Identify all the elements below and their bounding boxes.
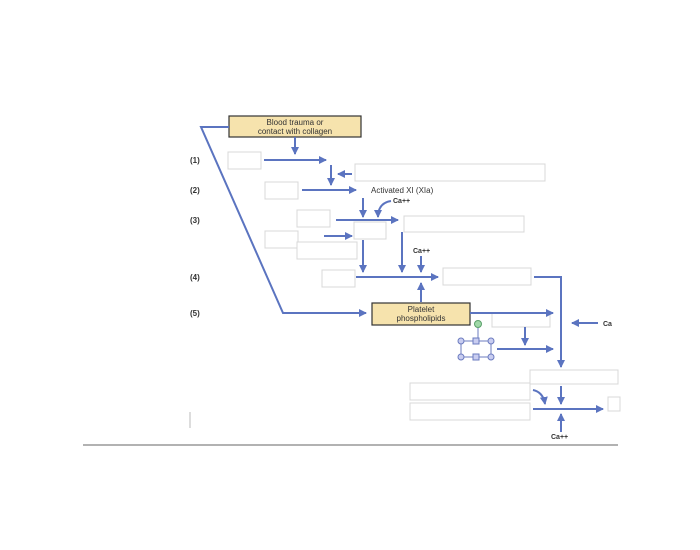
arrow bbox=[534, 276, 565, 368]
answer-blanks bbox=[189, 151, 621, 428]
step-label-2: (2) bbox=[190, 186, 200, 195]
blank-box bbox=[607, 396, 621, 412]
arrow bbox=[532, 389, 548, 405]
blank-box bbox=[296, 209, 331, 228]
blank-box bbox=[529, 369, 619, 385]
blank-box bbox=[409, 382, 531, 401]
step-label-5: (5) bbox=[190, 309, 200, 318]
svg-text:contact with collagen: contact with collagen bbox=[258, 127, 332, 136]
arrow bbox=[374, 200, 392, 218]
blank-box bbox=[491, 312, 551, 328]
activated-xi-label: Activated XI (XIa) bbox=[371, 186, 434, 195]
step-label-3: (3) bbox=[190, 216, 200, 225]
blank-box bbox=[264, 230, 299, 249]
calcium-label: Ca++ bbox=[413, 248, 430, 255]
svg-text:phospholipids: phospholipids bbox=[397, 314, 446, 323]
blank-box bbox=[264, 181, 299, 200]
svg-text:Platelet: Platelet bbox=[408, 305, 435, 314]
blank-box bbox=[321, 269, 356, 288]
svg-text:Blood trauma or: Blood trauma or bbox=[267, 118, 324, 127]
blood-trauma-box: Blood trauma or contact with collagen bbox=[228, 115, 362, 138]
blank-box bbox=[353, 221, 387, 240]
blank-box bbox=[409, 402, 531, 421]
diagonal-pathway-arrow bbox=[199, 126, 367, 317]
blank-box bbox=[227, 151, 262, 170]
molecule-icon bbox=[457, 320, 495, 361]
calcium-label: Ca bbox=[603, 321, 612, 328]
blank-box bbox=[354, 163, 546, 182]
calcium-label: Ca++ bbox=[393, 198, 410, 205]
blank-box bbox=[403, 215, 525, 233]
blank-box bbox=[296, 241, 358, 260]
calcium-label: Ca++ bbox=[551, 434, 568, 441]
blank-box bbox=[442, 267, 532, 286]
step-label-1: (1) bbox=[190, 156, 200, 165]
step-label-4: (4) bbox=[190, 273, 200, 282]
platelet-phospholipids-box: Platelet phospholipids bbox=[371, 302, 471, 326]
